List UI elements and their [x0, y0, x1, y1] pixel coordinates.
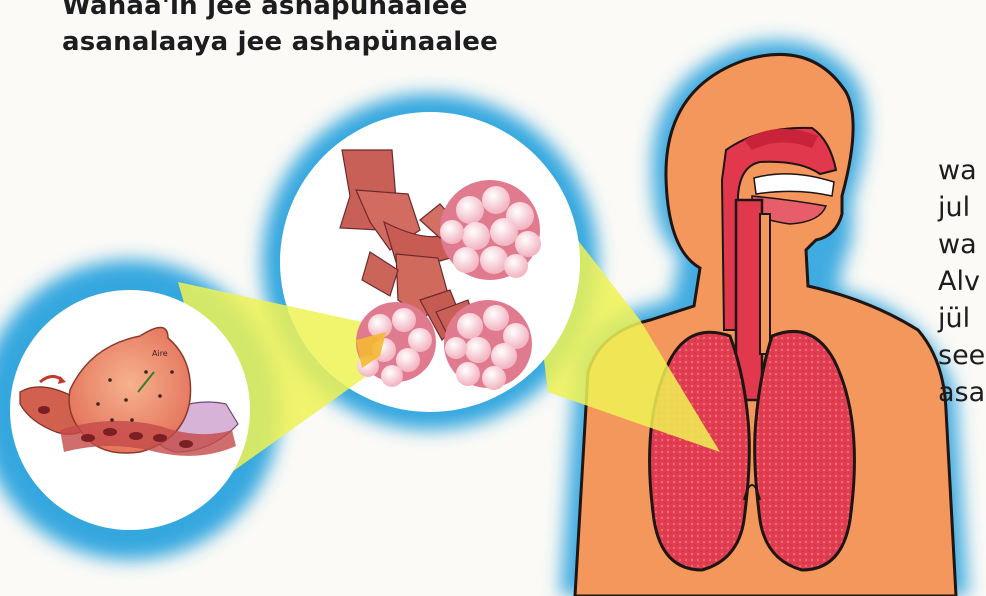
side-text-line-5: jül [938, 300, 985, 337]
esophagus [760, 214, 770, 354]
side-text-line-6: see [938, 337, 985, 374]
side-text-line-7: asa [938, 374, 985, 411]
alveolus-tag: Aire [152, 349, 168, 358]
side-text-line-1: wa [938, 152, 985, 189]
side-text-line-2: jul [938, 189, 985, 226]
side-text-line-4: Alv [938, 263, 985, 300]
side-text-line-3: wa [938, 226, 985, 263]
side-text: wa jul wa Alv jül see asa [938, 152, 985, 411]
